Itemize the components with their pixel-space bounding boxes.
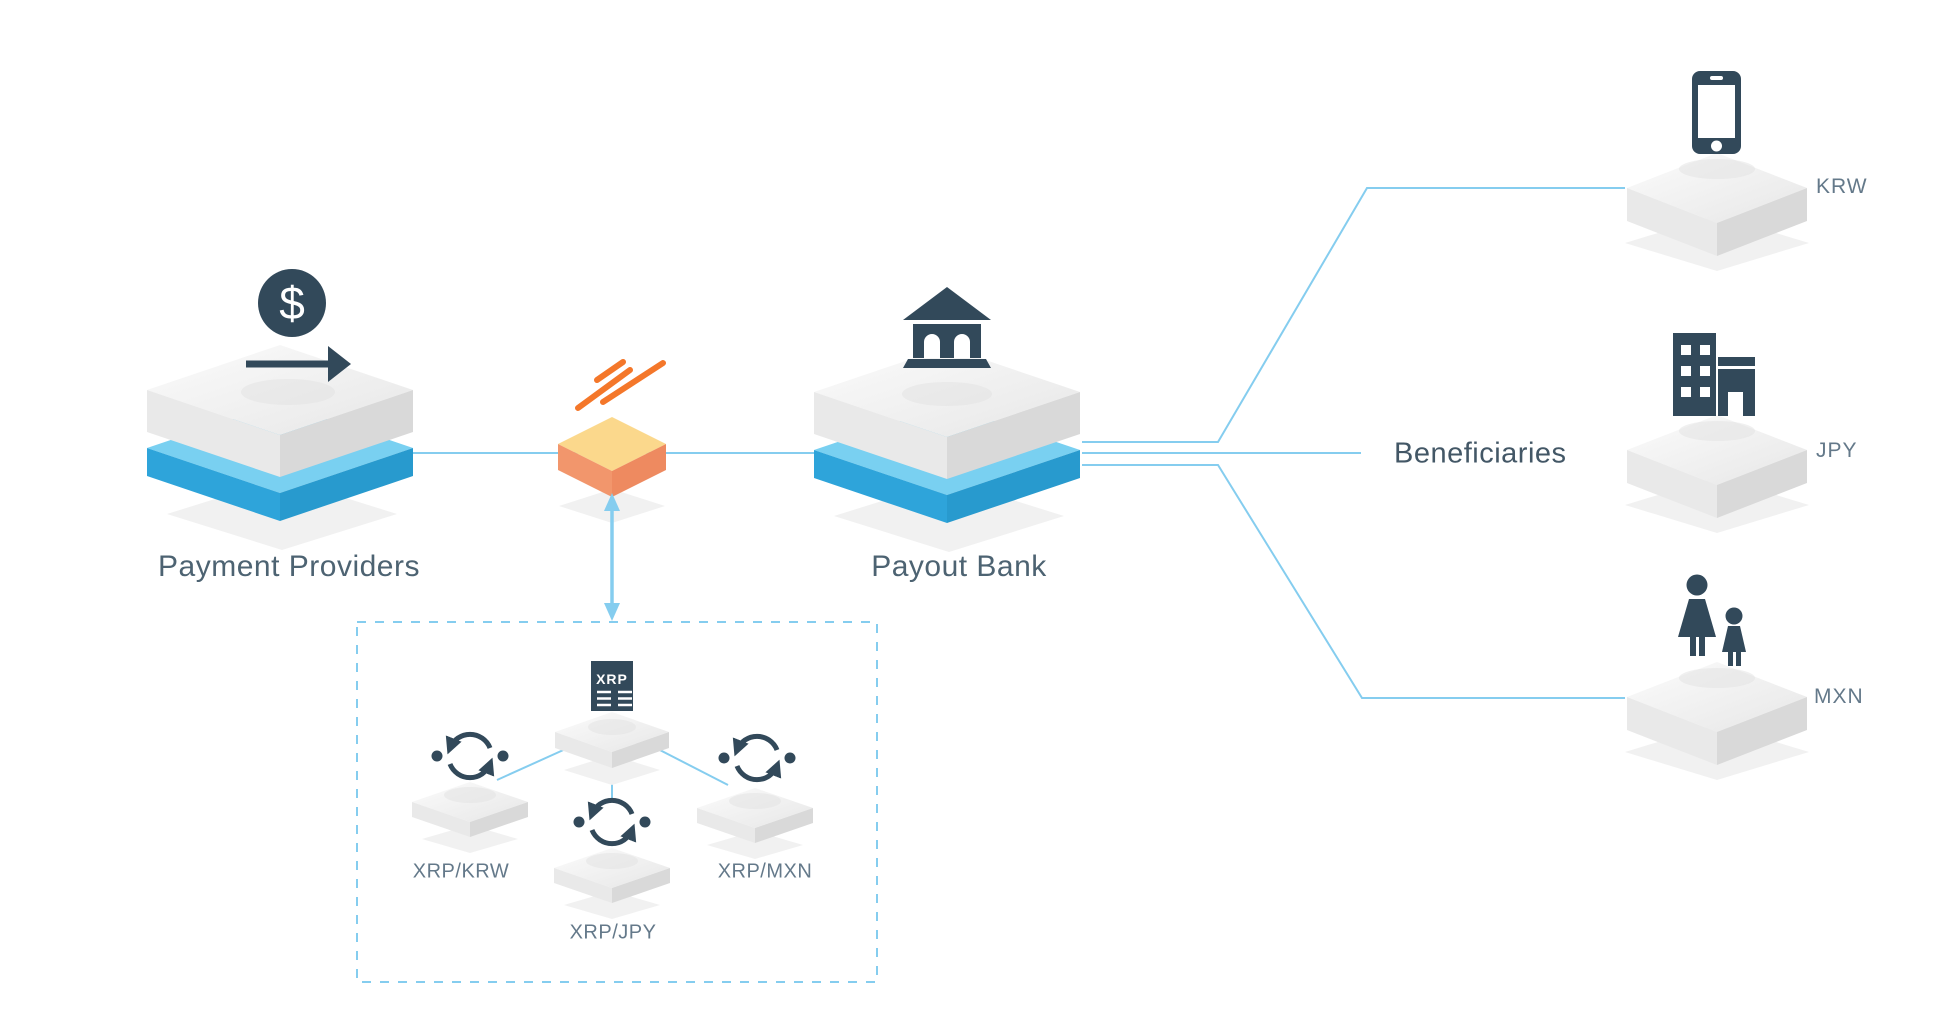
xrp-mxn-label: XRP/MXN bbox=[717, 860, 813, 883]
bank-icon bbox=[903, 287, 991, 368]
xrp-document-icon: XRP bbox=[591, 661, 633, 711]
ledger-line-krw bbox=[496, 746, 571, 781]
payment-providers-label: Payment Providers bbox=[158, 550, 420, 583]
xrp-jpy-label: XRP/JPY bbox=[569, 921, 657, 944]
fx-dashed-box bbox=[356, 621, 878, 983]
bank-fan-line-mxn bbox=[1082, 464, 1625, 699]
xrp-krw-label: XRP/KRW bbox=[412, 860, 510, 883]
ledger-line-mxn bbox=[653, 746, 729, 786]
exchange-icon-krw bbox=[431, 731, 509, 781]
jpy-platform bbox=[1625, 415, 1809, 533]
beneficiaries-label: Beneficiaries bbox=[1394, 437, 1567, 470]
smartphone-icon bbox=[1692, 71, 1741, 154]
xrp-krw-platform bbox=[412, 782, 528, 853]
fx-double-arrow bbox=[604, 493, 620, 621]
arrow-right-icon bbox=[246, 346, 351, 382]
xrp-document-label: XRP bbox=[596, 671, 628, 687]
dollar-symbol: $ bbox=[279, 277, 305, 329]
speed-cube bbox=[558, 417, 666, 523]
xrp-jpy-platform bbox=[554, 848, 670, 919]
mxn-platform bbox=[1625, 662, 1809, 780]
krw-platform bbox=[1625, 153, 1809, 271]
payout-bank-platform bbox=[814, 347, 1080, 552]
speed-lines-icon bbox=[575, 359, 666, 411]
family-icon bbox=[1678, 574, 1746, 666]
exchange-icon-jpy bbox=[573, 797, 651, 847]
krw-label: KRW bbox=[1816, 175, 1868, 198]
buildings-icon bbox=[1673, 333, 1755, 416]
xrp-ledger-platform bbox=[555, 712, 669, 785]
exchange-icon-mxn bbox=[718, 733, 796, 783]
dollar-icon: $ bbox=[258, 269, 326, 337]
mxn-label: MXN bbox=[1814, 685, 1864, 708]
xrp-mxn-platform bbox=[697, 788, 813, 859]
bank-fan-line-krw bbox=[1082, 187, 1625, 443]
payment-providers-platform bbox=[147, 345, 413, 550]
jpy-label: JPY bbox=[1816, 439, 1858, 462]
payout-bank-label: Payout Bank bbox=[871, 550, 1047, 583]
